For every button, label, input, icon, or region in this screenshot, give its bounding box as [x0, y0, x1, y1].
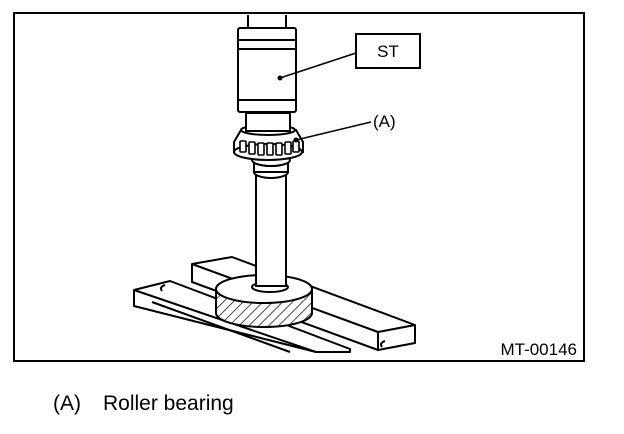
tool-label: ST	[377, 42, 399, 61]
tool-leader	[279, 52, 357, 79]
legend-label: Roller bearing	[103, 392, 234, 415]
part-callout-label: (A)	[373, 112, 396, 131]
roller-bearing	[233, 124, 304, 161]
tool-callout: ST	[277, 33, 421, 81]
special-tool	[237, 15, 297, 132]
part-callout: (A)	[293, 112, 396, 143]
legend-key: (A)	[53, 392, 81, 415]
shaft	[251, 153, 291, 287]
legend-item: (A) Roller bearing	[53, 392, 234, 416]
part-leader	[295, 121, 372, 141]
figure-id: MT-00146	[500, 340, 577, 359]
tool-label-box	[355, 33, 421, 69]
